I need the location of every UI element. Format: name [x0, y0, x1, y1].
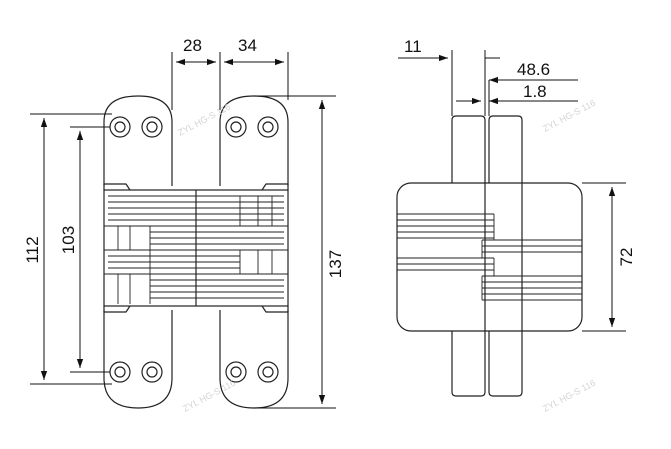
side-leaf-right [488, 115, 523, 397]
dim-label-112: 112 [23, 236, 42, 263]
screw-hole [109, 116, 131, 138]
dim-label-137: 137 [326, 250, 345, 278]
dim-label-1-8: 1.8 [523, 82, 547, 101]
watermark: ZYL HG-S 116 [176, 102, 232, 138]
watermark: ZYL HG-S 116 [541, 378, 597, 414]
screw-hole [109, 361, 131, 383]
leaf-top-left [103, 95, 173, 186]
dim-label-103: 103 [59, 226, 78, 254]
side-body [396, 182, 583, 332]
screw-hole [257, 361, 279, 383]
dim-label-11: 11 [404, 37, 422, 56]
screw-hole [225, 116, 247, 138]
watermark: ZYL HG-S 116 [181, 378, 237, 414]
dim-label-48-6: 48.6 [517, 60, 550, 79]
watermark: ZYL HG-S 116 [541, 98, 597, 134]
screw-hole [141, 361, 163, 383]
dim-label-28: 28 [183, 36, 202, 55]
screw-hole [257, 116, 279, 138]
front-view [103, 95, 289, 409]
side-view [396, 115, 583, 397]
screw-hole [225, 361, 247, 383]
leaf-bottom-right [219, 310, 289, 409]
dim-label-72: 72 [617, 248, 636, 267]
leaf-bottom-left [103, 310, 173, 409]
screw-hole [141, 116, 163, 138]
dim-label-34: 34 [238, 36, 257, 55]
side-leaf-left [451, 115, 486, 397]
front-dimensions [30, 52, 336, 409]
side-dimensions [398, 50, 626, 332]
